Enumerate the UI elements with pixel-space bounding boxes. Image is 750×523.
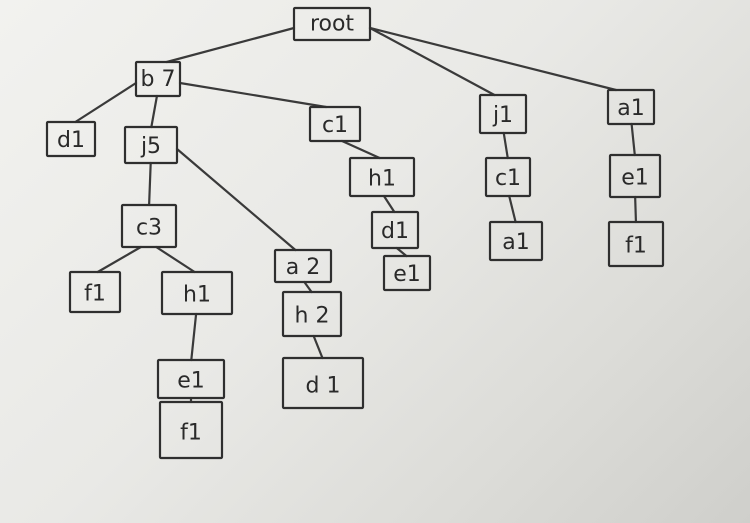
node-box — [292, 6, 372, 42]
node-e1_left: e1 — [156, 358, 226, 400]
node-label: h1 — [183, 283, 211, 308]
node-label: f1 — [84, 282, 106, 307]
edge-c3-h1_left — [155, 245, 196, 274]
edge-b7-c1 — [178, 81, 328, 109]
node-box — [120, 203, 178, 249]
edge-root-a1 — [368, 26, 618, 92]
edge-h1_left-e1_left — [190, 312, 198, 362]
node-box — [484, 156, 532, 198]
node-box — [134, 60, 182, 98]
node-c1_j: c1 — [484, 156, 532, 198]
node-label: e1 — [393, 262, 421, 287]
edge-e1_far-f1_far — [634, 195, 638, 224]
node-label: f1 — [180, 420, 202, 445]
edge-c1-h1_right — [340, 139, 381, 160]
node-root: root — [292, 6, 372, 42]
node-box — [281, 356, 365, 410]
node-h1_right: h1 — [348, 156, 416, 198]
node-box — [308, 105, 362, 143]
node-label: e1 — [621, 166, 649, 191]
edge-c1_j-a1_j — [508, 194, 517, 224]
node-h2: h 2 — [281, 290, 343, 338]
node-label: a1 — [617, 96, 644, 121]
node-box — [45, 120, 97, 158]
node-j5: j5 — [123, 125, 179, 165]
node-label: a 2 — [286, 255, 320, 280]
node-label: d1 — [381, 219, 409, 244]
node-box — [68, 270, 122, 314]
node-box — [370, 210, 420, 250]
node-label: j5 — [140, 134, 161, 159]
node-h1_left: h1 — [160, 270, 234, 316]
node-d1_right: d1 — [370, 210, 420, 250]
nodes: root b 7 d1 j5 c3 f1 h1 e1 f1 a 2 h 2 d 1 c1 h1 d1 e1 j1… — [45, 6, 665, 460]
node-box — [488, 220, 544, 262]
node-box — [273, 248, 333, 284]
node-box — [608, 153, 662, 199]
node-f1_far: f1 — [607, 220, 665, 268]
edge-b7-j5 — [150, 94, 159, 129]
node-a1_j: a1 — [488, 220, 544, 262]
edges — [74, 26, 638, 404]
edge-root-j1 — [368, 26, 496, 97]
edge-a2-h2 — [303, 280, 313, 294]
node-d1_top: d1 — [45, 120, 97, 158]
node-label: f1 — [625, 234, 647, 259]
node-label: e1 — [177, 369, 205, 394]
node-box — [348, 156, 416, 198]
node-label: j1 — [492, 103, 513, 128]
node-label: d 1 — [306, 373, 341, 398]
edge-c3-f1_left — [96, 245, 142, 274]
node-box — [478, 93, 528, 135]
node-box — [158, 400, 224, 460]
node-label: h1 — [368, 167, 396, 192]
node-box — [607, 220, 665, 268]
node-box — [606, 88, 656, 126]
node-f1_bottom: f1 — [158, 400, 224, 460]
node-f1_left: f1 — [68, 270, 122, 314]
node-label: root — [310, 11, 354, 36]
node-a2: a 2 — [273, 248, 333, 284]
node-c1: c1 — [308, 105, 362, 143]
edge-h1_right-d1_right — [382, 194, 396, 214]
node-box — [123, 125, 179, 165]
node-label: a1 — [502, 230, 529, 255]
edge-a1-e1_far — [630, 122, 636, 157]
node-label: b 7 — [141, 67, 176, 92]
edge-root-b7 — [165, 26, 296, 64]
edge-b7-d1_top — [74, 81, 138, 124]
node-b7: b 7 — [134, 60, 182, 98]
node-label: d1 — [57, 128, 85, 153]
edge-j5-c3 — [148, 161, 152, 207]
node-label: c3 — [136, 216, 162, 241]
node-box — [160, 270, 234, 316]
node-e1_far: e1 — [608, 153, 662, 199]
node-e1_right: e1 — [382, 254, 432, 292]
node-c3: c3 — [120, 203, 178, 249]
edge-j5-a2 — [175, 147, 297, 252]
edge-d1_right-e1_right — [395, 246, 408, 258]
node-label: h 2 — [295, 304, 330, 329]
node-box — [281, 290, 343, 338]
node-box — [156, 358, 226, 400]
node-box — [382, 254, 432, 292]
node-d1_mid: d 1 — [281, 356, 365, 410]
edge-h2-d1_mid — [312, 334, 324, 360]
edge-j1-c1_j — [502, 131, 509, 160]
node-label: c1 — [495, 166, 521, 191]
node-j1: j1 — [478, 93, 528, 135]
node-a1: a1 — [606, 88, 656, 126]
node-label: c1 — [322, 113, 348, 138]
